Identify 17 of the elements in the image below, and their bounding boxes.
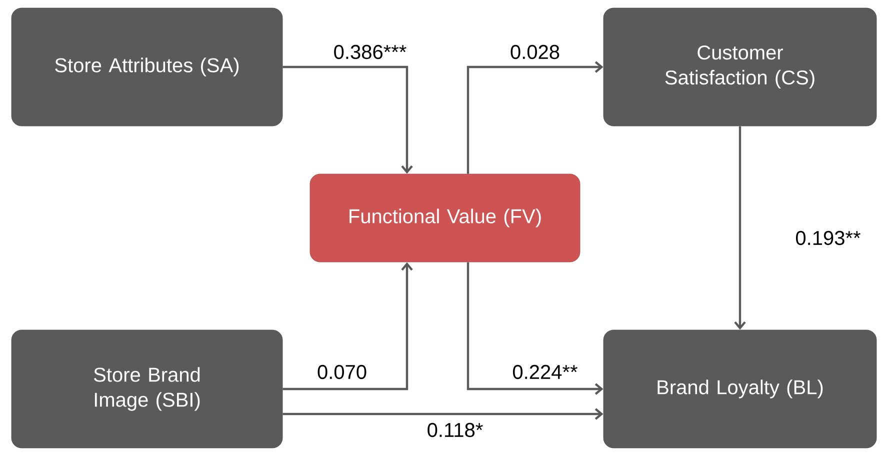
- process-box: Customer Satisfaction (CS): [603, 8, 877, 126]
- process-box: Functional Value (FV): [310, 174, 580, 262]
- process-box: Brand Loyalty (BL): [603, 330, 877, 448]
- process-box: Store Brand Image (SBI): [11, 330, 283, 448]
- edge-label: 0.193**: [796, 230, 860, 246]
- edge-label: 0.386***: [334, 44, 406, 60]
- arrow: [282, 262, 413, 390]
- edge-label: 0.070: [318, 364, 366, 380]
- edge-label: 0.224**: [512, 364, 578, 380]
- arrow: [282, 66, 413, 174]
- arrow: [282, 408, 604, 420]
- arrow: [734, 126, 746, 330]
- process-box: Store Attributes (SA): [11, 8, 283, 126]
- edge-label: 0.118*: [428, 422, 483, 438]
- arrow: [466, 61, 604, 174]
- arrow: [466, 262, 604, 395]
- edge-label: 0.028: [510, 44, 560, 60]
